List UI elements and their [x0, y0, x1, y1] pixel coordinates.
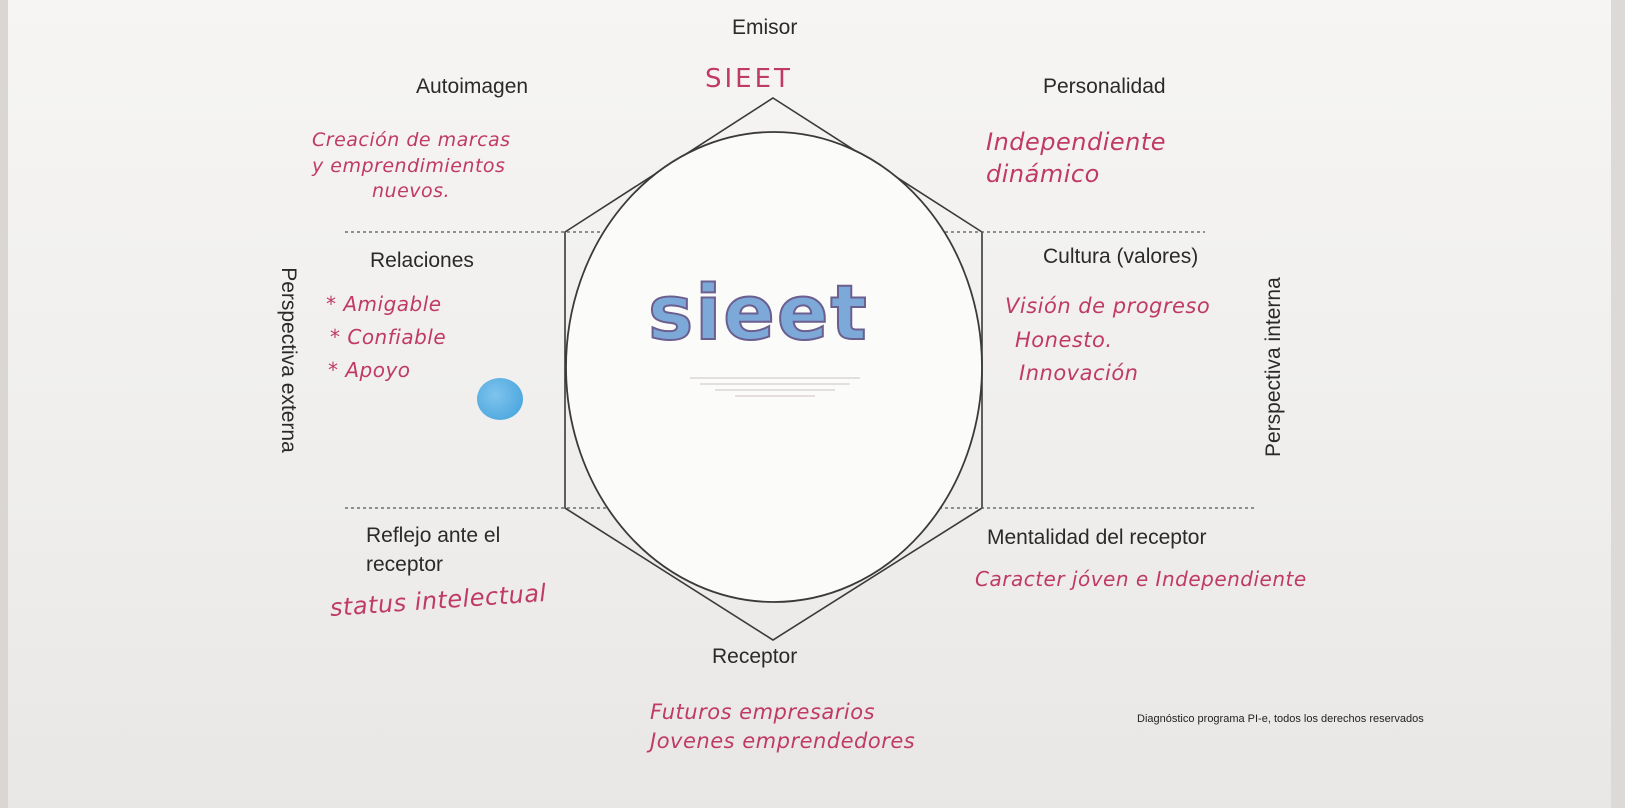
receptor-notes: Futuros empresarios Jovenes emprendedore… [650, 698, 915, 757]
autoimagen-notes: Creación de marcas y emprendimientos nue… [312, 128, 511, 205]
cultura-note-1: Visión de progreso [1005, 294, 1211, 318]
reflejo-title: Reflejo ante el receptor [366, 522, 500, 580]
emisor-handwritten-note: SIEET [705, 64, 793, 94]
perspectiva-externa-label: Perspectiva externa [277, 267, 300, 453]
autoimagen-title: Autoimagen [416, 75, 529, 98]
copyright-footer: Diagnóstico programa PI-e, todos los der… [1137, 713, 1424, 725]
receptor-note-2: Jovenes emprendedores [650, 729, 916, 754]
cultura-note-3: Innovación [1019, 361, 1139, 386]
personalidad-title: Personalidad [1043, 75, 1166, 98]
cultura-note-2: Honesto. [1015, 327, 1113, 352]
cultura-title: Cultura (valores) [1043, 245, 1199, 268]
reflejo-title-line-2: receptor [366, 552, 444, 576]
cultura-notes: Visión de progreso Honesto. Innovación [1005, 290, 1210, 391]
autoimagen-note-3: nuevos. [372, 180, 451, 203]
mentalidad-notes: Caracter jóven e Independiente [975, 566, 1307, 593]
relaciones-notes: * Amigable * Confiable * Apoyo [326, 288, 446, 387]
relaciones-note-1: * Amigable [326, 292, 442, 316]
personalidad-note-2: dinámico [986, 160, 1100, 189]
autoimagen-note-2: y emprendimientos [312, 154, 506, 177]
sieet-logo: sieet [647, 267, 869, 358]
left-shadow-edge [0, 0, 8, 808]
mentalidad-title: Mentalidad del receptor [987, 526, 1207, 549]
personalidad-note-1: Independiente [986, 128, 1167, 156]
perspectiva-interna-label: Perspectiva interna [1262, 277, 1285, 457]
receptor-label: Receptor [712, 645, 798, 668]
blue-dot-mark [477, 378, 523, 420]
logo-shading [690, 377, 860, 397]
personalidad-notes: Independiente dinámico [986, 126, 1166, 191]
relaciones-title: Relaciones [370, 249, 474, 272]
autoimagen-note-1: Creación de marcas [312, 129, 511, 151]
reflejo-title-line-1: Reflejo ante el [366, 524, 501, 547]
mentalidad-note-1: Caracter jóven e Independiente [975, 567, 1307, 591]
relaciones-note-3: * Apoyo [328, 358, 411, 382]
receptor-note-1: Futuros empresarios [650, 700, 876, 724]
right-shadow-edge [1611, 0, 1625, 808]
center-ellipse [565, 131, 983, 603]
relaciones-note-2: * Confiable [330, 325, 447, 349]
emisor-label: Emisor [732, 16, 798, 39]
